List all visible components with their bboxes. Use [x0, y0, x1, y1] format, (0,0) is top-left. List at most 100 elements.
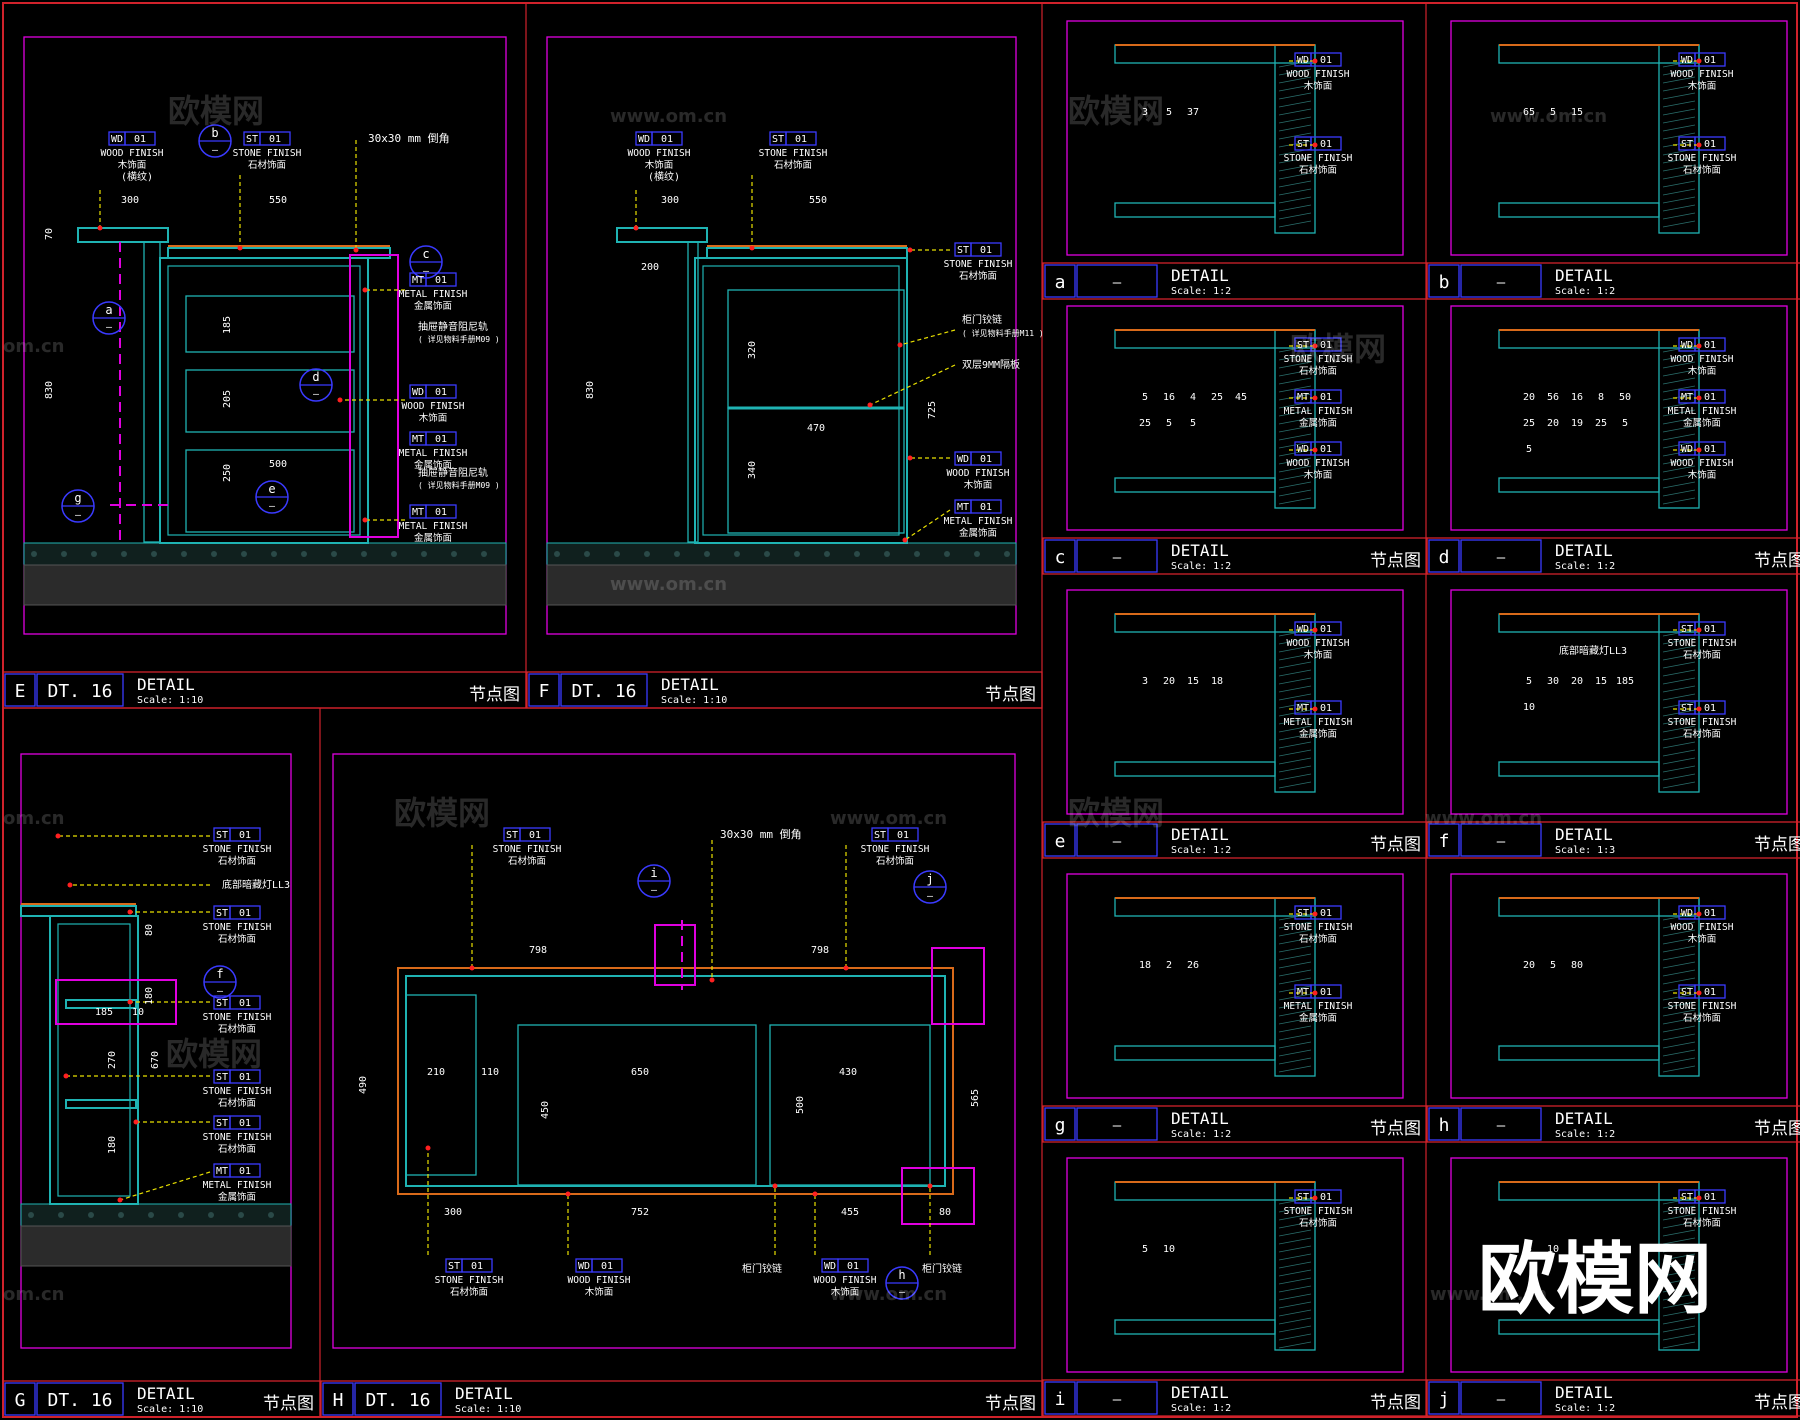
tag-finish-cn: 金属饰面: [959, 527, 997, 539]
detail-j-hatch: [1662, 1229, 1696, 1237]
detail-viewport-i: [1066, 1157, 1404, 1373]
detail-d-hatch: [1662, 489, 1696, 497]
detail-g-hatch: [1278, 953, 1312, 961]
tag-finish-cn: 石材饰面: [1683, 164, 1721, 176]
tag-number-box: [1694, 700, 1726, 715]
tag-finish-en: METAL FINISH: [1668, 406, 1737, 417]
title-ref: —: [1113, 275, 1122, 291]
tag-number-box: [1694, 1189, 1726, 1204]
detail-j-hatch: [1662, 1213, 1696, 1221]
dim-value: 200: [641, 262, 659, 273]
detail-f-hatch: [1662, 757, 1696, 765]
detail-d-hatch: [1662, 377, 1696, 385]
leader-dot: [1312, 343, 1318, 349]
leader-dot: [1312, 706, 1318, 712]
detail-h-hatch: [1662, 969, 1696, 977]
detail-g-hatch: [1278, 961, 1312, 969]
detail-b-hatch: [1662, 76, 1696, 84]
tag-finish-en: WOOD FINISH: [101, 148, 164, 159]
floor-hatch-dot: [301, 551, 307, 557]
tag-number: 01: [1320, 1192, 1332, 1203]
detail-j-hatch: [1662, 1333, 1696, 1341]
tag-number: 01: [239, 830, 251, 841]
title-detail: DETAIL: [1171, 541, 1229, 560]
tag-finish-cn: 石材饰面: [1683, 1012, 1721, 1024]
leader-dot: [1312, 395, 1318, 401]
detail-e-hatch: [1278, 781, 1312, 789]
detail-b-hatch: [1662, 68, 1696, 76]
detail-d-hatch: [1662, 353, 1696, 361]
tag-code: WD: [1297, 444, 1309, 455]
watermark-text: www.om.cn: [1430, 1284, 1547, 1305]
detail-i-hatch: [1278, 1333, 1312, 1341]
tag-code: WD: [1681, 444, 1693, 455]
tag-code: ST: [216, 1072, 228, 1083]
tag-finish-cn: 木饰面: [585, 1286, 614, 1298]
detail-j-hatch: [1662, 1261, 1696, 1269]
detail-i-hatch: [1278, 1341, 1312, 1349]
tag-code: ST: [448, 1261, 460, 1272]
detail-a-hatch: [1278, 204, 1312, 212]
title-ref: —: [1113, 1118, 1122, 1134]
tag-finish-en: STONE FINISH: [1284, 922, 1353, 933]
detail-b-hatch: [1662, 212, 1696, 220]
leader-line: [119, 1171, 211, 1201]
floor-hatch-dot: [421, 551, 427, 557]
title-ref-box: [1076, 1107, 1158, 1141]
bubble-letter: g: [74, 491, 81, 505]
dim-value: 25: [1211, 392, 1223, 403]
leader-dot: [907, 455, 913, 461]
tag-finish-en: STONE FINISH: [1284, 1206, 1353, 1217]
tag-number-box: [1694, 984, 1726, 999]
tag-finish-cn: 石材饰面: [218, 1023, 256, 1035]
dim-value: 185: [95, 1007, 113, 1018]
detail-f-hatch: [1662, 645, 1696, 653]
detail-viewport-d: [1450, 305, 1788, 531]
tag-finish-cn: 金属饰面: [414, 532, 452, 544]
detail-g-hatch: [1278, 937, 1312, 945]
detail-h-hatch: [1662, 929, 1696, 937]
leader-dot: [1696, 395, 1702, 401]
watermark-text: om.cn: [3, 336, 64, 357]
leader-dot: [1312, 627, 1318, 633]
tag-code: ST: [772, 134, 784, 145]
tag-finish-cn: 木饰面: [645, 159, 674, 171]
detail-c-hatch: [1278, 361, 1312, 369]
tag-number: 01: [1320, 139, 1332, 150]
g-carcass: [49, 915, 139, 1205]
tag-code: MT: [1681, 392, 1693, 403]
detail-a-hatch: [1278, 180, 1312, 188]
detail-viewport-b: [1450, 20, 1788, 256]
detail-j-hatch: [1662, 1269, 1696, 1277]
detail-i-hatch: [1278, 1277, 1312, 1285]
tag-finish-en: STONE FINISH: [1668, 153, 1737, 164]
dim-value: 10: [132, 1007, 144, 1018]
bubble-ref: —: [313, 389, 320, 400]
title-letter-box: [322, 1382, 354, 1416]
tag-finish-en: METAL FINISH: [944, 516, 1013, 527]
detail-a-hatch: [1278, 68, 1312, 76]
floor-hatch-dot: [88, 1212, 94, 1218]
bubble-letter: b: [211, 126, 218, 140]
detail-a-hatch: [1278, 188, 1312, 196]
detail-viewport-f: [1450, 589, 1788, 815]
tag-number-box: [1310, 441, 1342, 456]
dim-value: 5: [1166, 418, 1172, 429]
tag-finish-cn: 木饰面: [964, 479, 993, 491]
leader-line: [869, 364, 956, 406]
title-detail: DETAIL: [1555, 1383, 1613, 1402]
floor-hatch-dot: [148, 1212, 154, 1218]
dim-value: 250: [222, 464, 233, 482]
title-letter-box: [1044, 1381, 1076, 1415]
tag-finish-cn: 木饰面: [419, 412, 448, 424]
title-detail: DETAIL: [137, 1384, 195, 1403]
h-left-bay: [405, 994, 477, 1176]
tag-number: 01: [1704, 987, 1716, 998]
detail-b-hatch: [1662, 180, 1696, 188]
title-ref: DT. 16: [47, 1390, 112, 1411]
detail-b-hatch: [1662, 100, 1696, 108]
watermark-text: www.om.cn: [1425, 808, 1542, 829]
detail-h-hatch: [1662, 1001, 1696, 1009]
tag-finish-en: WOOD FINISH: [568, 1275, 631, 1286]
tag-number-box: [785, 131, 817, 146]
